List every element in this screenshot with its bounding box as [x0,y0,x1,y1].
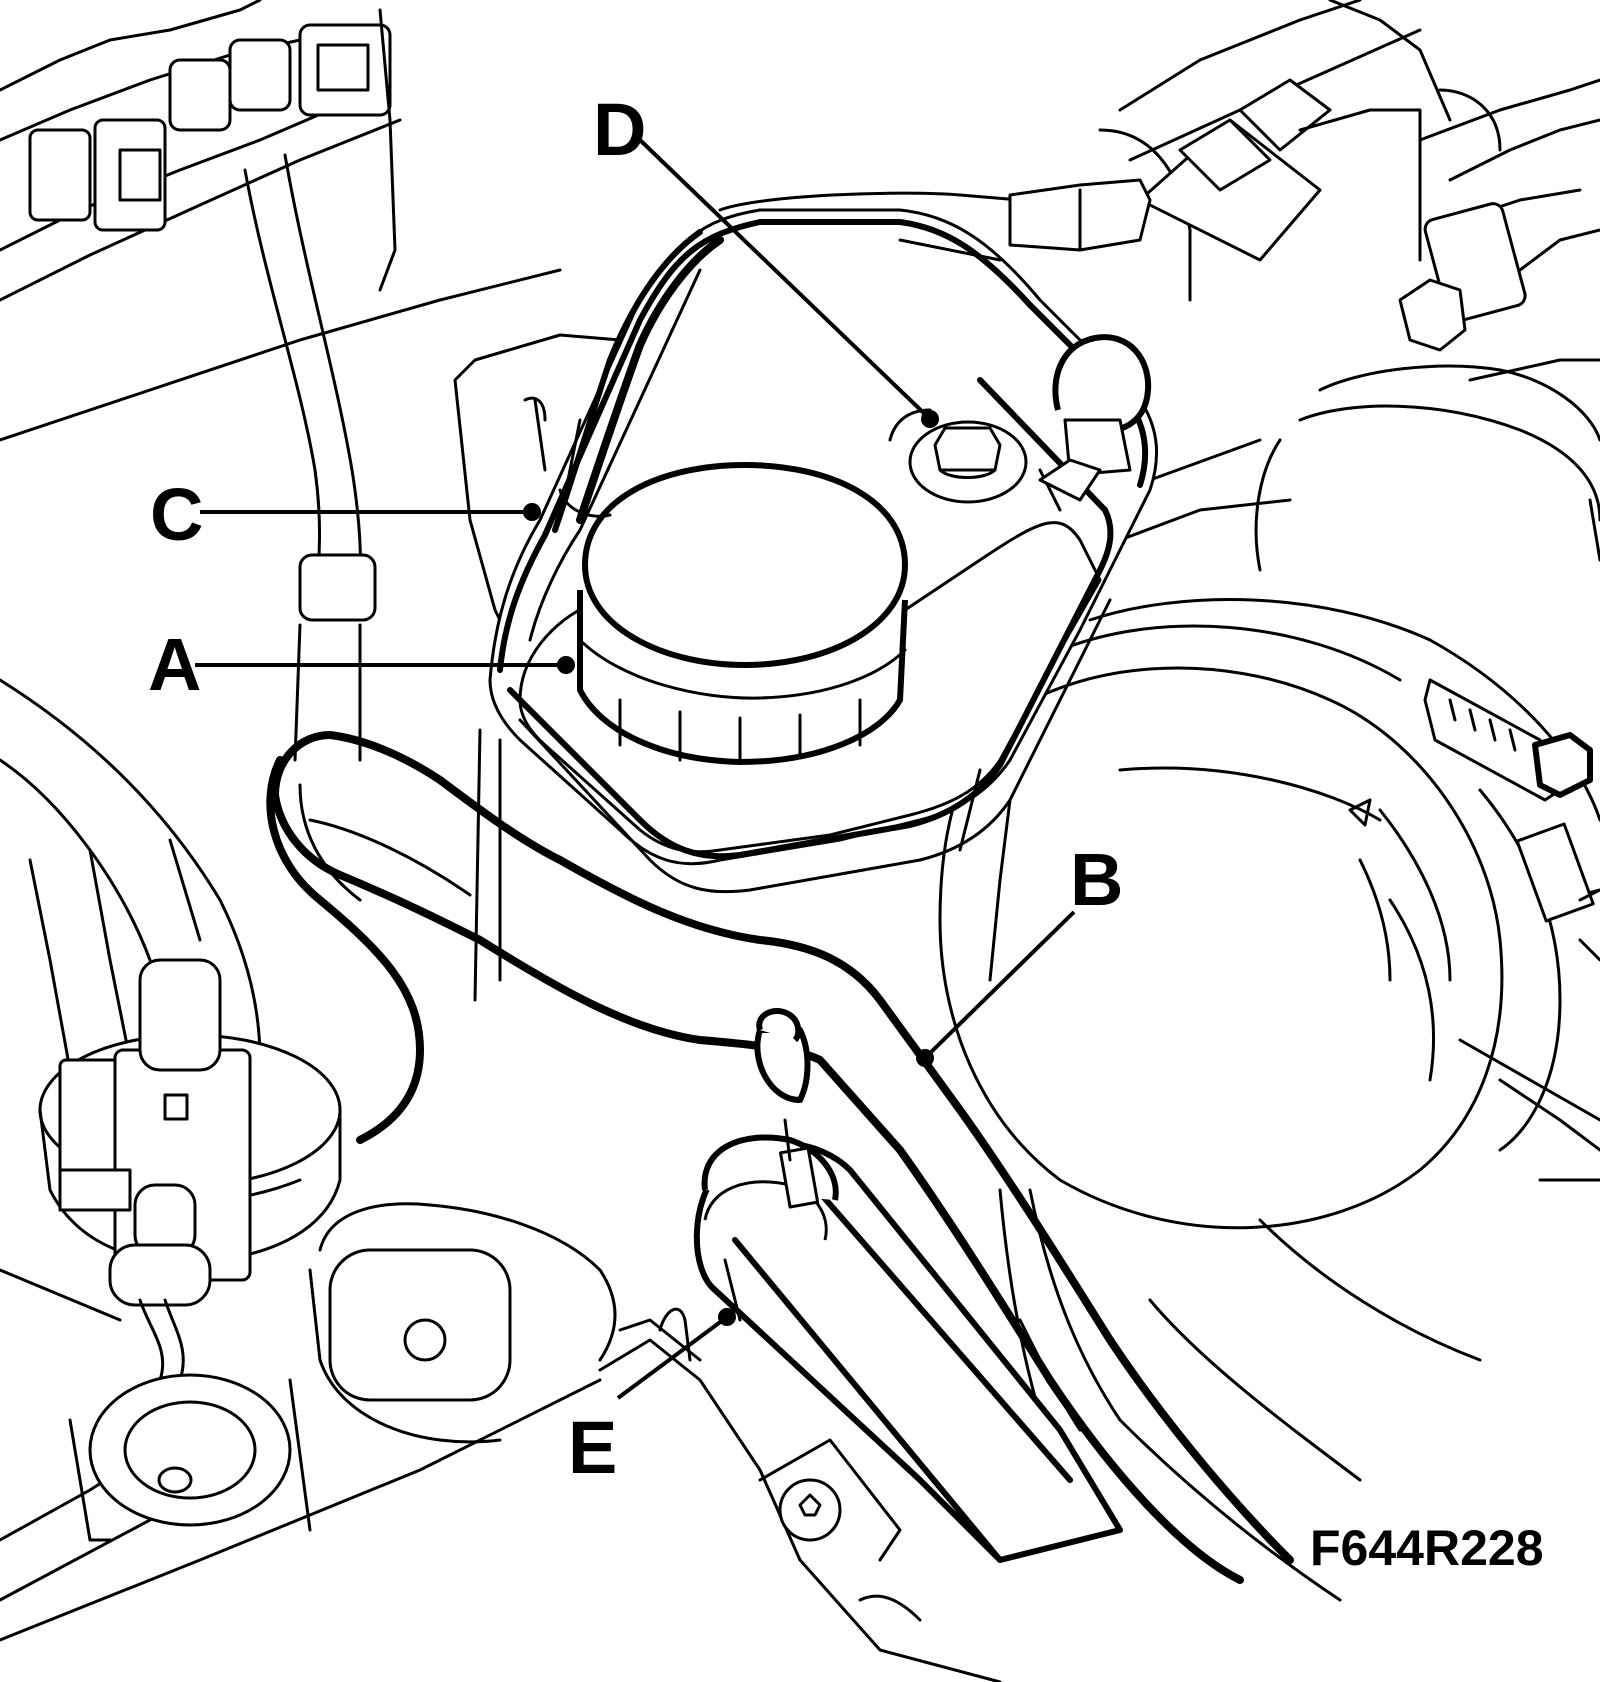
coolant-hose [271,731,1294,1584]
callout-b: B [1070,838,1123,921]
vent-hose [552,229,724,533]
tank-connector [1038,334,1152,512]
callout-e: E [568,1406,617,1489]
figure-id: F644R228 [1310,1520,1544,1576]
leader-lines [195,138,1076,1400]
filler-cap [577,462,908,765]
callout-c: C [150,473,203,556]
lower-hose-clamp [266,756,1123,1563]
callout-d: D [593,88,646,171]
leader-dots [523,410,939,1326]
bleed-screw [888,408,1028,504]
callout-a: A [148,623,201,706]
